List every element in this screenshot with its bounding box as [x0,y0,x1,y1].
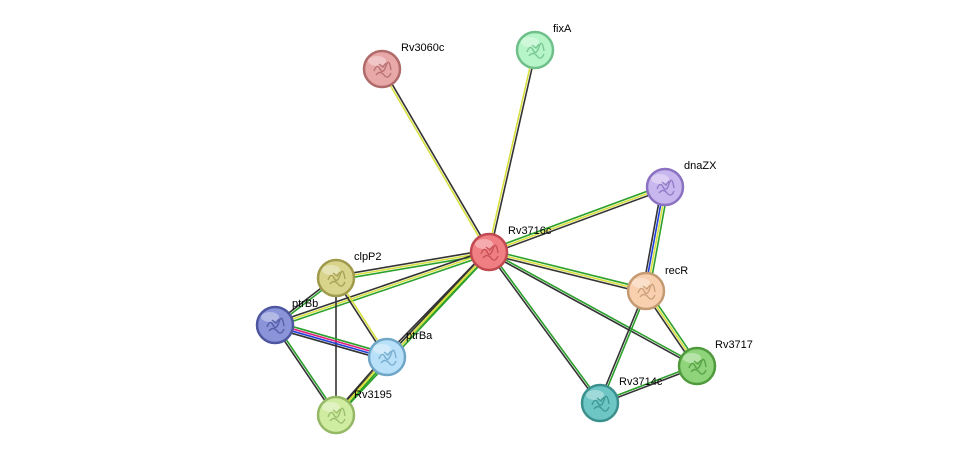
node-clpP2[interactable] [316,258,356,298]
node-Rv3714c[interactable] [580,383,620,423]
edge-evidence-line [487,252,600,405]
node-circle [316,258,356,298]
node-highlight [322,402,340,412]
node-highlight [521,37,539,47]
edge-evidence-line [489,188,667,255]
node-highlight [632,278,650,288]
node-circle [515,30,555,70]
protein-structure-icon [266,317,285,334]
edge-Rv3716c-Rv3195[interactable] [333,249,492,418]
node-circle [677,346,717,386]
node-label-recR: recR [665,265,688,277]
edge-evidence-line [335,251,490,279]
node-label-ptrBb: ptrBb [292,298,318,310]
edge-Rv3716c-recR[interactable] [488,249,647,294]
protein-structure-icon [656,179,675,196]
edge-evidence-line [333,249,488,415]
node-highlight [475,239,493,249]
node-highlight [586,390,604,400]
edge-recR-Rv3714c[interactable] [598,290,648,404]
edge-evidence-line [487,184,665,251]
node-label-dnaZX: dnaZX [684,160,717,172]
protein-structure-icon [327,270,346,287]
edge-ptrBb-ptrBa[interactable] [273,321,389,361]
node-Rv3717[interactable] [677,346,717,386]
node-highlight [683,353,701,363]
edge-evidence-line [380,69,489,253]
node-circle [362,49,402,89]
node-label-ptrBa: ptrBa [406,330,433,342]
node-Rv3060c[interactable] [362,49,402,89]
edge-evidence-line [274,249,489,324]
node-fixA[interactable] [515,30,555,70]
protein-structure-icon [637,283,656,300]
protein-structure-icon [688,358,707,375]
edge-Rv3716c-Rv3060c[interactable] [380,68,491,253]
edge-Rv3716c-fixA[interactable] [487,49,537,253]
node-highlight [261,312,279,322]
node-label-Rv3714c: Rv3714c [619,376,663,388]
edge-evidence-line [335,251,490,416]
edge-Rv3716c-Rv3717[interactable] [488,250,698,368]
node-highlight [368,56,386,66]
node-dnaZX[interactable] [645,167,685,207]
protein-structure-icon [526,42,545,59]
edge-evidence-line [275,323,388,357]
protein-structure-icon [480,244,499,261]
node-circle [367,337,407,377]
labels-layer: Rv3716c fixA Rv3060c dnaZX recR Rv3717Rv3714c… [292,23,753,401]
node-highlight [373,344,391,354]
node-circle [469,232,509,272]
node-Rv3195[interactable] [316,395,356,435]
protein-structure-icon [378,349,397,366]
edge-evidence-line [489,249,647,290]
edge-evidence-line [275,321,389,355]
node-ptrBa[interactable] [367,337,407,377]
edge-evidence-line [488,253,646,294]
node-circle [580,383,620,423]
edge-Rv3716c-Rv3714c[interactable] [487,250,602,405]
node-circle [316,395,356,435]
edge-evidence-line [488,251,647,292]
node-highlight [322,265,340,275]
node-label-fixA: fixA [553,23,572,35]
protein-structure-icon [373,61,392,78]
edge-Rv3716c-dnaZX[interactable] [487,184,667,255]
edge-evidence-line [274,251,490,326]
node-highlight [651,174,669,184]
node-circle [255,305,295,345]
protein-structure-icon [591,395,610,412]
node-label-clpP2: clpP2 [354,251,382,263]
node-recR[interactable] [626,271,666,311]
edge-evidence-line [274,325,387,359]
edge-Rv3716c-ptrBb[interactable] [274,249,490,328]
node-circle [645,167,685,207]
edge-evidence-line [488,252,697,368]
edge-evidence-line [275,253,490,328]
edge-evidence-line [337,252,492,418]
node-circle [626,271,666,311]
node-label-Rv3060c: Rv3060c [401,42,445,54]
node-label-Rv3195: Rv3195 [354,389,392,401]
edge-evidence-line [489,250,698,366]
node-ptrBb[interactable] [255,305,295,345]
edge-evidence-line [598,290,646,403]
node-label-Rv3717: Rv3717 [715,339,753,351]
nodes-layer [255,30,717,435]
edge-evidence-line [487,49,535,252]
edge-evidence-line [335,249,489,277]
edge-evidence-line [600,291,648,404]
protein-structure-icon [327,407,346,424]
edge-evidence-line [489,250,602,403]
edge-evidence-line [382,68,491,252]
edge-evidence-line [489,50,537,253]
edge-evidence-line [273,327,387,361]
node-label-Rv3716c: Rv3716c [508,225,552,237]
node-Rv3716c[interactable] [469,232,509,272]
edge-evidence-line [488,186,666,253]
